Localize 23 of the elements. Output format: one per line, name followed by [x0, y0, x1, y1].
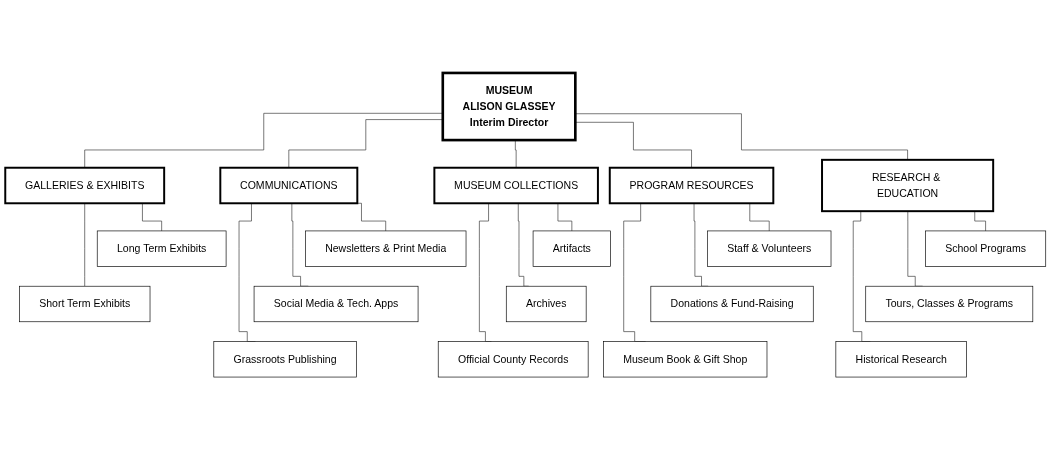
- node-box: Archives: [505, 285, 587, 323]
- node-box: Museum Book & Gift Shop: [603, 341, 768, 378]
- connector: [575, 121, 692, 169]
- node-box: MUSEUM ALISON GLASSEY Interim Director: [441, 71, 577, 142]
- node-box: Official County Records: [437, 341, 589, 378]
- node-box: Long Term Exhibits: [96, 230, 227, 267]
- node-box: RESEARCH & EDUCATION: [821, 158, 995, 213]
- node-box: Social Media & Tech. Apps: [253, 285, 419, 323]
- node-box: GALLERIES & EXHIBITS: [4, 166, 166, 205]
- node-box: MUSEUM COLLECTIONS: [433, 166, 599, 205]
- node-box: Donations & Fund-Raising: [650, 285, 814, 323]
- node-box: Historical Research: [835, 341, 967, 378]
- node-box: School Programs: [925, 230, 1047, 267]
- connector: [575, 113, 908, 161]
- connector: [84, 202, 86, 287]
- node-box: Short Term Exhibits: [19, 285, 151, 323]
- node-box: Grassroots Publishing: [213, 341, 357, 378]
- node-box: Tours, Classes & Programs: [865, 285, 1034, 323]
- node-box: Staff & Volunteers: [707, 230, 832, 267]
- node-box: Newsletters & Print Media: [305, 230, 467, 267]
- node-box: PROGRAM RESOURCES: [608, 166, 775, 205]
- node-box: Artifacts: [532, 230, 611, 267]
- node-box: COMMUNICATIONS: [219, 166, 359, 205]
